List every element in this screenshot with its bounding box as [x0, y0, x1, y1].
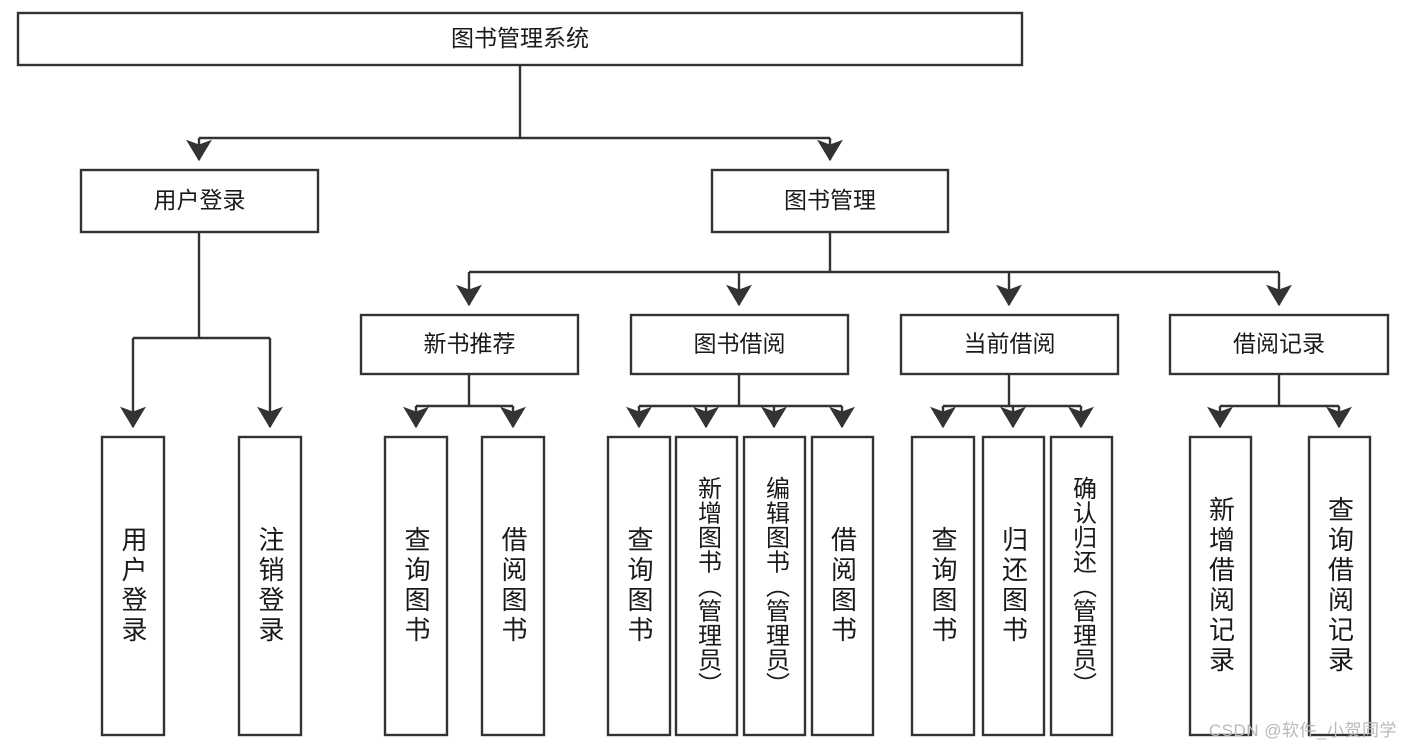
node-box-root[interactable] — [16, 11, 1024, 67]
node-box-level3-3[interactable] — [1168, 313, 1390, 376]
connector-borrow-to-leaves — [626, 374, 855, 429]
node-label-level3-3: 借阅记录 — [1233, 331, 1325, 357]
node-box-leaf-6[interactable] — [742, 435, 807, 737]
node-box-leaf-10[interactable] — [1049, 435, 1114, 737]
node-box-leaf-8[interactable] — [910, 435, 976, 737]
connector-new-book-to-leaves — [403, 374, 526, 429]
node-box-leaf-7[interactable] — [810, 435, 875, 737]
node-box-leaf-12[interactable] — [1307, 435, 1372, 737]
connector-current-borrow-to-leaves — [930, 374, 1094, 429]
node-box-level2-0[interactable] — [79, 168, 320, 234]
connector-borrow-record-to-leaves — [1207, 374, 1352, 429]
node-box-level3-2[interactable] — [899, 313, 1120, 376]
node-label-level3-0: 新书推荐 — [424, 331, 516, 357]
connector-book-mgmt-to-level3 — [456, 232, 1292, 307]
node-box-level3-0[interactable] — [359, 313, 580, 376]
node-box-leaf-2[interactable] — [383, 435, 449, 737]
connector-user-login-to-leaves — [120, 232, 283, 429]
node-label-root: 图书管理系统 — [451, 25, 589, 51]
node-box-leaf-11[interactable] — [1188, 435, 1253, 737]
node-box-leaf-3[interactable] — [480, 435, 546, 737]
connector-root-to-level2 — [186, 65, 843, 162]
node-label-level3-1: 图书借阅 — [694, 331, 786, 357]
node-label-level2-0: 用户登录 — [154, 187, 246, 213]
node-label-level3-2: 当前借阅 — [964, 331, 1056, 357]
node-box-level3-1[interactable] — [629, 313, 850, 376]
node-box-leaf-0[interactable] — [100, 435, 166, 737]
node-box-leaf-9[interactable] — [981, 435, 1046, 737]
node-box-leaf-1[interactable] — [237, 435, 303, 737]
node-label-level2-1: 图书管理 — [784, 187, 876, 213]
node-box-level2-1[interactable] — [710, 168, 950, 234]
node-box-leaf-5[interactable] — [674, 435, 739, 737]
csdn-watermark: CSDN @软件_小贺同学 — [1208, 721, 1397, 740]
node-box-leaf-4[interactable] — [606, 435, 672, 737]
